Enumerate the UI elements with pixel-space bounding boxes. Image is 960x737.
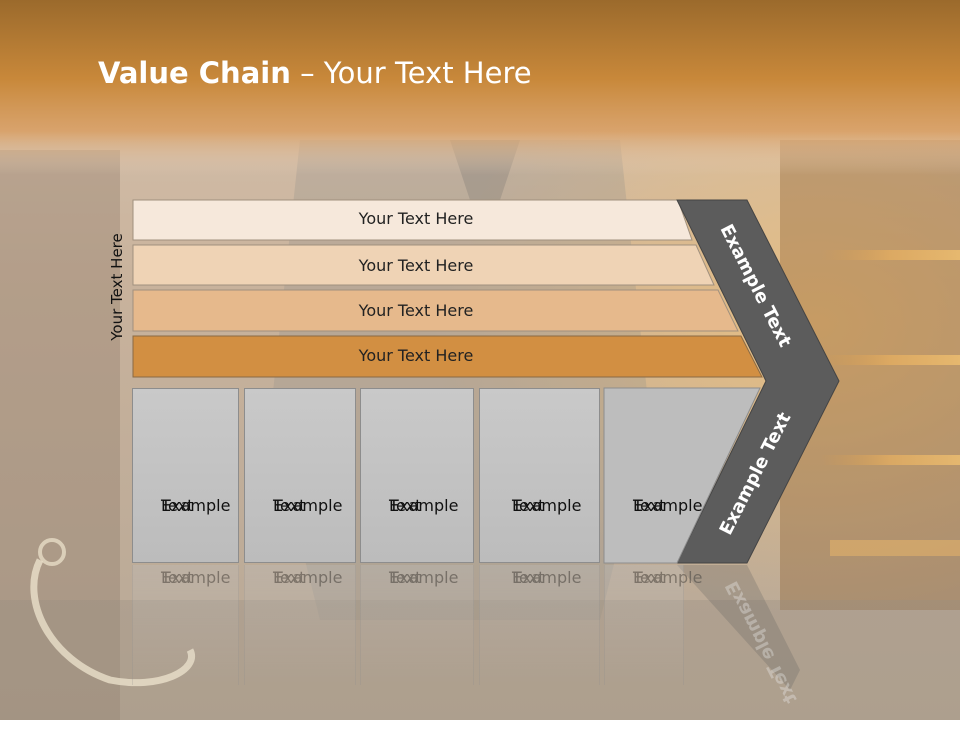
refl-1-line1: Example [161, 568, 231, 587]
page-title: Value Chain – Your Text Here [98, 56, 532, 90]
band-label-1: Your Text Here [358, 209, 474, 228]
chevron-reflection [677, 565, 800, 690]
box-5-line1: Example [633, 496, 703, 515]
box-2-line1: Example [273, 496, 343, 515]
vertical-label: Your Text Here [108, 233, 126, 341]
refl-5-line1: Example [633, 568, 703, 587]
band-3 [132, 289, 739, 332]
box-area-edge [603, 387, 761, 564]
chevron-arrow [676, 199, 840, 564]
box-1-line1: Example [161, 496, 231, 515]
title-bold: Value Chain [98, 56, 291, 90]
box-4-line2: Text [512, 496, 545, 515]
box-1-line2: Text [161, 496, 194, 515]
band-2 [132, 244, 715, 286]
band-label-3: Your Text Here [358, 301, 474, 320]
box-2-line2: Text [273, 496, 306, 515]
band-label-4: Your Text Here [358, 346, 474, 365]
refl-2-line1: Example [273, 568, 343, 587]
band-4 [132, 335, 763, 378]
title-rest: – Your Text Here [290, 56, 532, 90]
box-5-line2: Text [633, 496, 666, 515]
refl-3-line1: Example [389, 568, 459, 587]
box-3-line1: Example [389, 496, 459, 515]
refl-4-line1: Example [512, 568, 582, 587]
box-4-line1: Example [512, 496, 582, 515]
band-label-2: Your Text Here [358, 256, 474, 275]
box-3-line2: Text [389, 496, 422, 515]
band-1 [132, 199, 693, 241]
value-chain-diagram [132, 199, 840, 690]
